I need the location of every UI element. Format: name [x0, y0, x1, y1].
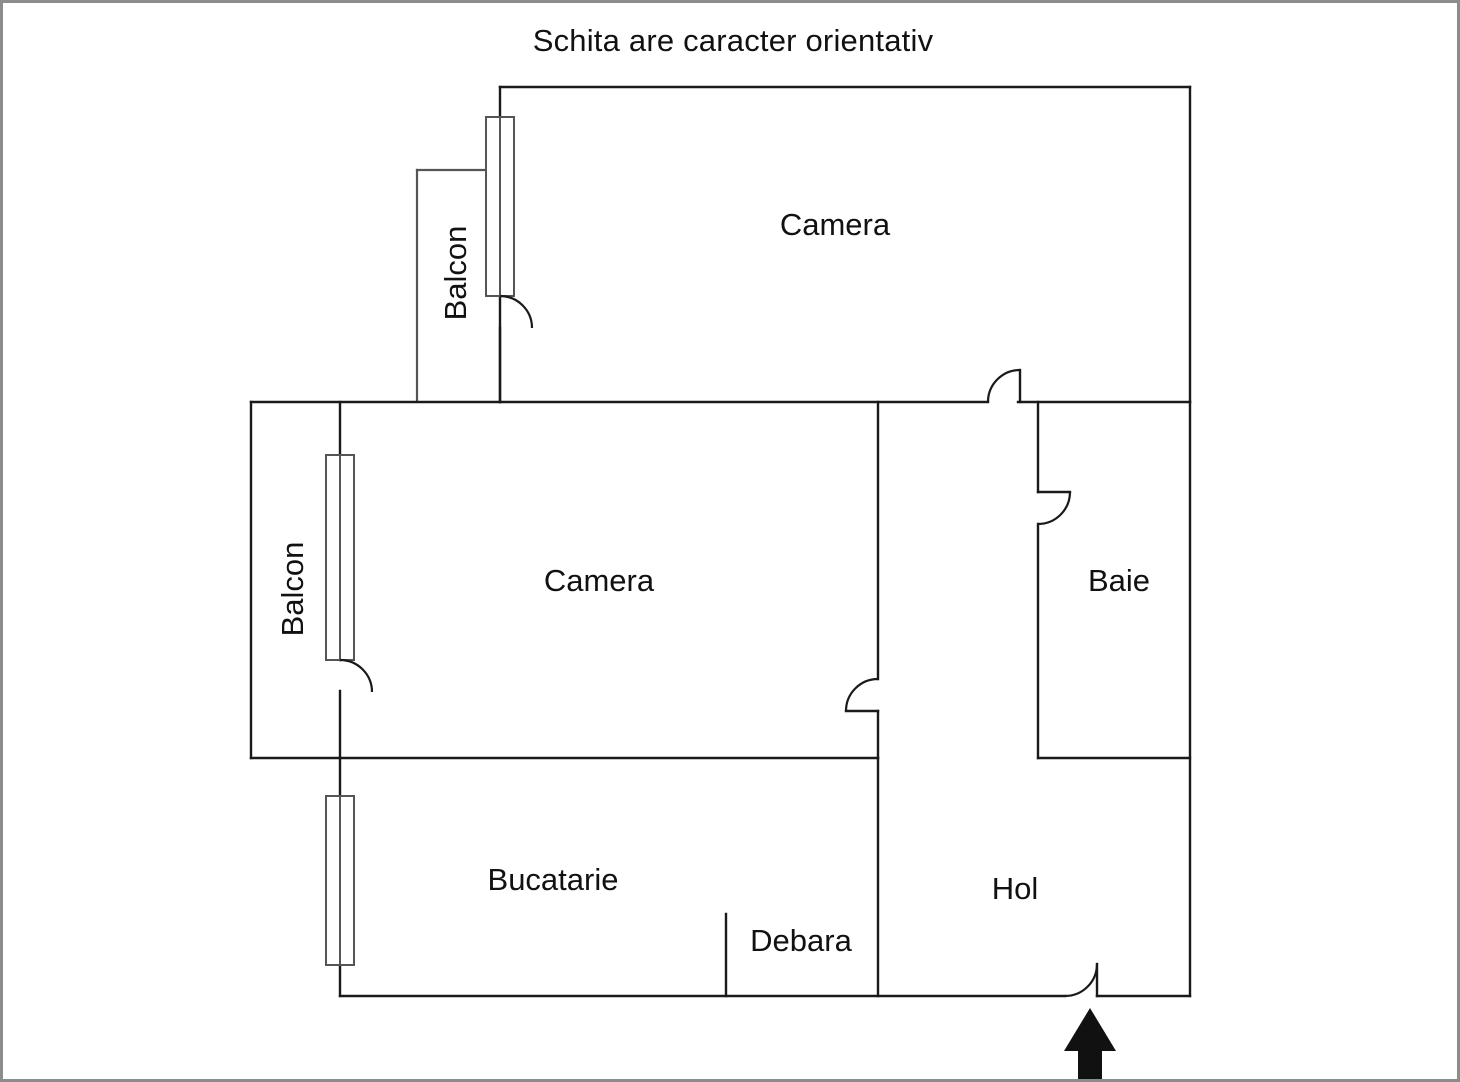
door-balcon-left — [339, 658, 374, 693]
page-title: Schita are caracter orientativ — [532, 23, 934, 58]
door-camera-top-hol — [986, 368, 1022, 404]
room-label-balcon-left: Balcon — [275, 542, 310, 637]
bottom-section-walls — [338, 756, 1192, 998]
door-balcon-top — [498, 294, 534, 404]
middle-band-walls — [249, 400, 1192, 998]
entrance-arrow — [1064, 1008, 1116, 1079]
room-label-hol: Hol — [992, 871, 1039, 906]
room-label-debara: Debara — [750, 923, 852, 958]
door-baie — [1036, 490, 1072, 526]
camera-top-walls — [498, 85, 1192, 404]
room-label-camera-middle: Camera — [544, 563, 655, 598]
room-label-baie: Baie — [1088, 563, 1150, 598]
door-camera-hol — [844, 677, 880, 713]
window-camera-top — [485, 116, 515, 297]
door-entrance — [1064, 962, 1099, 998]
floorplan-drawing: Camera Balcon Camera Balcon Baie Bucatar… — [249, 85, 1192, 1079]
room-label-balcon-top: Balcon — [438, 226, 473, 321]
room-label-camera-top: Camera — [780, 207, 891, 242]
window-camera-left — [325, 454, 355, 661]
room-label-bucatarie: Bucatarie — [488, 862, 619, 897]
window-bucatarie — [325, 795, 355, 966]
